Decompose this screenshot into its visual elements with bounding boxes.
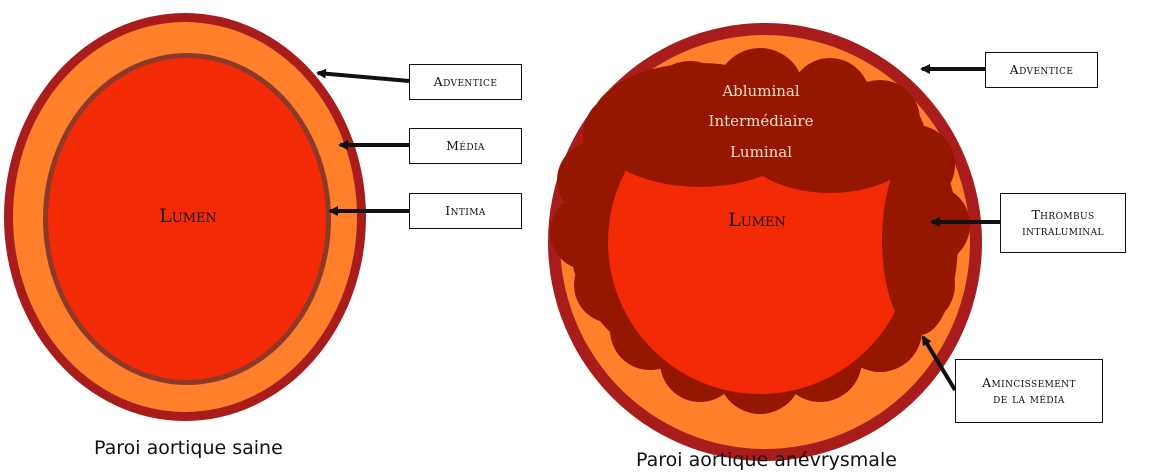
- label-amincissement-line1: Amincissement: [982, 375, 1076, 391]
- label-media-healthy: Média: [409, 128, 522, 164]
- caption-aneurysm: Paroi aortique anévrysmale: [636, 449, 897, 471]
- label-thrombus: Thrombus intraluminal: [1000, 193, 1126, 253]
- label-amincissement: Amincissement de la média: [955, 359, 1103, 423]
- label-amincissement-line2: de la média: [993, 391, 1065, 407]
- thrombus-layer-abluminal: Abluminal: [721, 82, 800, 100]
- arrow-adventice-healthy: [318, 73, 409, 81]
- thrombus-layer-intermediaire: Intermédiaire: [709, 112, 814, 130]
- label-intima-healthy-text: Intima: [445, 203, 486, 219]
- aneurysm-lumen-label: Lumen: [728, 209, 786, 231]
- label-thrombus-line1: Thrombus: [1031, 207, 1094, 223]
- label-adventice-healthy: Adventice: [409, 64, 522, 100]
- aneurysm-aorta: Abluminal Intermédiaire Luminal Lumen: [548, 23, 982, 461]
- label-adventice-aneurysm-text: Adventice: [1010, 62, 1074, 78]
- label-intima-healthy: Intima: [409, 193, 522, 229]
- label-thrombus-line2: intraluminal: [1022, 223, 1104, 239]
- label-adventice-healthy-text: Adventice: [434, 74, 498, 90]
- healthy-lumen-label: Lumen: [159, 205, 217, 227]
- thrombus-layer-luminal: Luminal: [730, 143, 792, 161]
- label-adventice-aneurysm: Adventice: [985, 52, 1098, 88]
- healthy-aorta: Lumen: [4, 13, 366, 421]
- caption-healthy: Paroi aortique saine: [94, 437, 283, 459]
- label-media-healthy-text: Média: [446, 138, 485, 154]
